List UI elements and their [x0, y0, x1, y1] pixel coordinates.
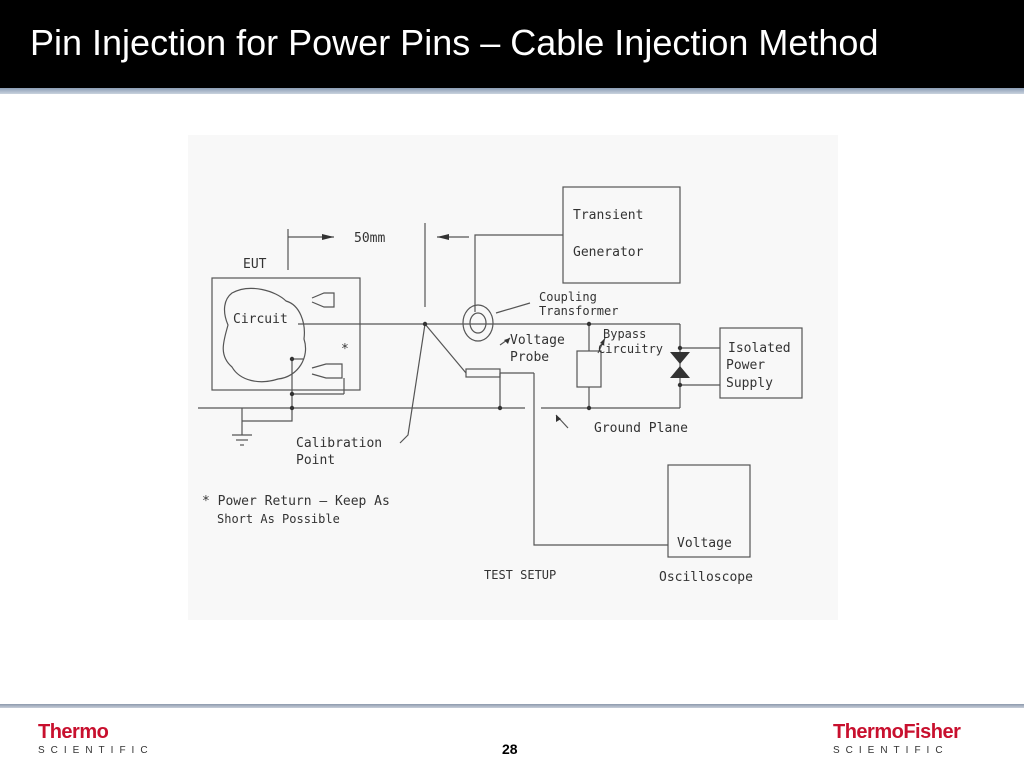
test-setup-label: TEST SETUP [484, 568, 556, 582]
ground-plane-label: Ground Plane [594, 421, 688, 436]
circuit-blob [222, 287, 307, 383]
calibration-label-2: Point [296, 453, 335, 468]
note-line-2: Short As Possible [217, 512, 340, 526]
isolated-label-3: Supply [726, 376, 773, 391]
coupling-label: Coupling [539, 290, 597, 304]
voltage-probe-label-2: Probe [510, 350, 549, 365]
dim-arrow-right [437, 234, 449, 240]
diode-lower [670, 366, 690, 378]
dimension-label: 50mm [354, 231, 385, 246]
isolated-label-1: Isolated [728, 341, 791, 356]
eut-connector [311, 292, 335, 308]
logo-left-sub: SCIENTIFIC [38, 745, 154, 756]
voltage-probe-label-1: Voltage [510, 333, 565, 348]
thermo-fisher-logo: ThermoFisher SCIENTIFIC [833, 721, 961, 756]
generator-label: Generator [573, 245, 644, 260]
note-line-1: * Power Return – Keep As [202, 494, 390, 509]
isolated-supply-box [719, 327, 803, 399]
thermo-scientific-logo: Thermo SCIENTIFIC [38, 722, 154, 756]
eut-label: EUT [243, 257, 267, 272]
title-bar: Pin Injection for Power Pins – Cable Inj… [0, 0, 1024, 88]
transient-generator-box [562, 186, 681, 284]
test-setup-diagram: 50mm EUT Circuit * Transient Generator C… [188, 135, 838, 620]
transient-label: Transient [573, 208, 643, 223]
generator-lead [474, 234, 563, 312]
bypass-label-1: Bypass [603, 327, 646, 341]
oscilloscope-box [667, 464, 751, 558]
circuit-label: Circuit [233, 312, 288, 327]
page-number: 28 [502, 741, 518, 757]
diagram-canvas: 50mm EUT Circuit * Transient Generator C… [198, 186, 803, 585]
eut-box [211, 277, 361, 391]
calibration-label-1: Calibration [296, 436, 382, 451]
coupling-transformer [462, 304, 494, 342]
bypass-label-2: Circuitry [598, 342, 663, 356]
dim-arrow-left [322, 234, 334, 240]
diode-upper [670, 352, 690, 364]
bypass-box [576, 350, 602, 388]
voltage-probe [465, 368, 501, 378]
scope-voltage-label: Voltage [677, 536, 732, 551]
logo-left-main: Thermo [38, 721, 109, 743]
asterisk-mark: * [341, 342, 349, 357]
return-connector [311, 363, 343, 379]
transformer-label: Transformer [539, 304, 618, 318]
slide-title: Pin Injection for Power Pins – Cable Inj… [30, 22, 879, 63]
isolated-label-2: Power [726, 358, 765, 373]
title-divider [0, 88, 1024, 94]
footer-divider [0, 704, 1024, 708]
logo-right-sub: SCIENTIFIC [833, 745, 949, 756]
logo-right-main: ThermoFisher [833, 721, 961, 743]
scope-lead [533, 373, 668, 546]
oscilloscope-label: Oscilloscope [659, 570, 753, 585]
